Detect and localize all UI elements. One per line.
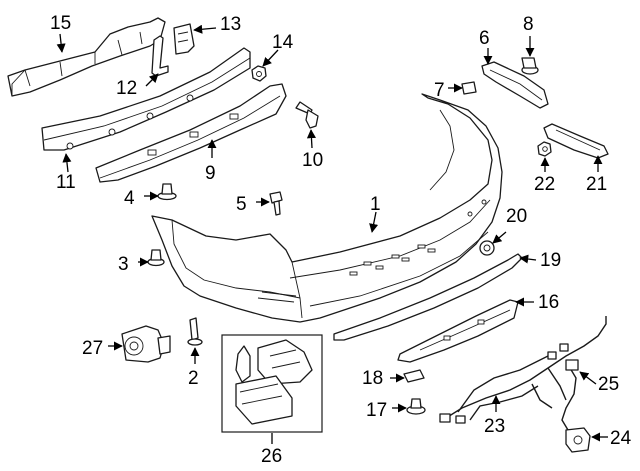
wire-clip-part: [403, 369, 425, 383]
reinforcement-bar-part: [41, 47, 251, 151]
screw-part: [269, 191, 283, 216]
callout-18: 18: [362, 368, 383, 389]
callout-27: 27: [82, 338, 103, 359]
callout-14: 14: [272, 32, 294, 53]
bracket-part: [151, 35, 169, 77]
callout-21: 21: [586, 174, 607, 195]
parking-sensor-part: [565, 427, 591, 453]
callout-10: 10: [302, 150, 323, 171]
callout-24: 24: [610, 428, 632, 449]
bolt-part: [295, 101, 319, 129]
lower-absorber-part: [95, 83, 287, 183]
lower-bracket-part: [397, 299, 519, 363]
nut-part: [251, 65, 267, 82]
bumper-cover-part: [151, 93, 503, 323]
callout-20: 20: [506, 206, 527, 227]
callout-4: 4: [124, 188, 135, 209]
callout-13: 13: [220, 14, 241, 35]
right-bracket-part: [543, 123, 609, 159]
callout-15: 15: [50, 13, 71, 34]
callout-2: 2: [188, 368, 199, 389]
callout-7: 7: [434, 80, 445, 101]
callout-3: 3: [118, 254, 129, 275]
callout-16: 16: [538, 292, 559, 313]
grommet-part: [479, 240, 495, 256]
retainer-clip-part: [461, 81, 477, 95]
callout-1: 1: [370, 194, 381, 215]
callout-23: 23: [484, 416, 505, 437]
callout-25: 25: [598, 374, 619, 395]
callout-9: 9: [205, 163, 216, 184]
callout-19: 19: [540, 250, 561, 271]
callout-11: 11: [56, 172, 76, 193]
fastener-part: [406, 398, 426, 415]
lower-trim-strip-part: [333, 253, 523, 341]
bolt-lower-part: [187, 317, 203, 346]
callout-12: 12: [116, 78, 137, 99]
side-bracket-part: [481, 61, 549, 109]
nut-right-part: [537, 141, 552, 157]
sensor-pigtail-part: [561, 359, 579, 431]
pin-fastener-part: [521, 57, 539, 75]
sensor-part: [121, 325, 171, 363]
push-clip-part: [157, 183, 177, 201]
callout-17: 17: [366, 400, 387, 421]
callout-6: 6: [479, 28, 490, 49]
callout-5: 5: [236, 194, 247, 215]
energy-absorber-part: [7, 17, 166, 97]
clip-part: [147, 249, 165, 267]
callout-22: 22: [534, 174, 555, 195]
mounting-bracket-part: [173, 23, 195, 55]
module-kit-box: [221, 334, 323, 433]
callout-26: 26: [261, 446, 282, 467]
callouts: 15 12 13 14 11 9 10 4 5 1 6 7 8 21 22 20: [50, 13, 632, 467]
callout-8: 8: [523, 14, 534, 35]
